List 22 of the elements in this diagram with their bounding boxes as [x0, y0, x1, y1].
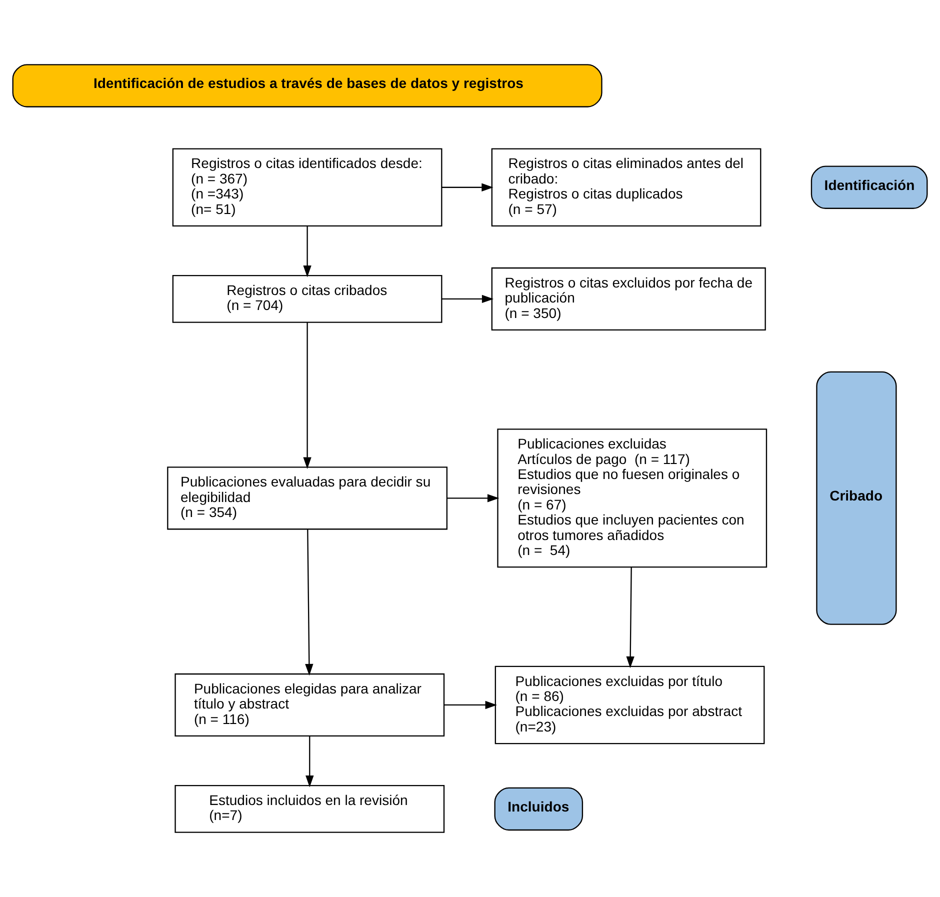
node-box: Registros o citas identificados desde: (n = 367) (n =343) (n= 51)	[172, 148, 442, 226]
arrow	[444, 700, 497, 710]
node-box: Identificación de estudios a través de bases de datos y registros	[12, 64, 602, 108]
node-box: Estudios incluidos en la revisión (n=7)	[174, 785, 445, 833]
arrow	[447, 494, 500, 502]
arrow	[626, 567, 634, 668]
node-box: Publicaciones elegidas para analizar título y abstract (n = 116)	[174, 673, 445, 737]
node-box: Identificación	[810, 166, 928, 209]
node-box: Incluidos	[494, 787, 584, 831]
node-box: Registros o citas eliminados antes del cribado: Registros o citas duplicados (n = 57)	[491, 148, 762, 226]
node-box: Registros o citas cribados (n = 704)	[172, 275, 442, 323]
arrow	[305, 529, 314, 676]
arrow	[442, 294, 494, 304]
arrow	[303, 226, 312, 278]
arrow	[303, 322, 312, 469]
node-box: Publicaciones evaluadas para decidir su elegibilidad (n = 354)	[167, 466, 448, 530]
node-box: Registros o citas excluidos por fecha de publicación (n = 350)	[491, 267, 766, 330]
arrow	[306, 736, 314, 788]
node-box: Publicaciones excluidas por título (n = 86) Publicaciones excluidas por abstract (n=23)	[494, 666, 765, 744]
arrow	[442, 183, 494, 192]
node-box: Cribado	[816, 371, 897, 625]
node-box: Publicaciones excluidas Artículos de pago (n = 117) Estudios que no fuesen originales o revisiones (n = 67) Estudios que incluyen pacientes con otros tumores añadidos (n = 54)	[497, 428, 768, 568]
